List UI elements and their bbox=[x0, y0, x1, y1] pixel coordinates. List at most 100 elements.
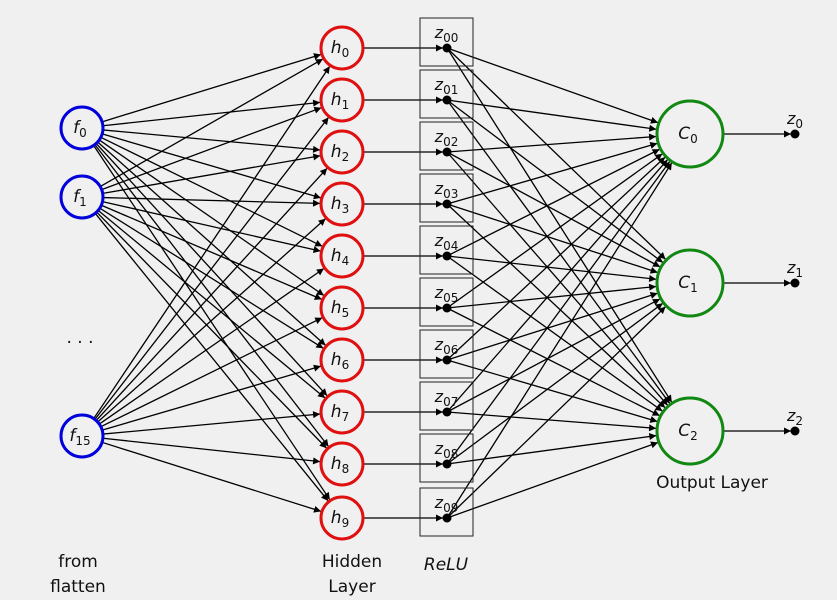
edge-f2-h8 bbox=[102, 437, 321, 465]
edge-z7-c2 bbox=[446, 411, 657, 432]
output-node-label: C0 bbox=[678, 124, 698, 146]
hidden-node-label: h3 bbox=[331, 194, 349, 216]
relu-box bbox=[419, 225, 474, 275]
edge-f1-h9 bbox=[94, 212, 329, 502]
relu-output-dot bbox=[442, 43, 452, 53]
hidden-node bbox=[319, 129, 365, 175]
hidden-node bbox=[319, 441, 365, 487]
edge-f1-h5 bbox=[101, 204, 323, 300]
edge-z0-c2 bbox=[446, 47, 673, 403]
relu-output-dot bbox=[442, 199, 452, 209]
hidden-caption-line2: Layer bbox=[328, 577, 375, 597]
hidden-node-label: h7 bbox=[331, 402, 349, 424]
edge-z8-c0 bbox=[446, 160, 671, 465]
relu-box bbox=[419, 173, 474, 223]
edge-f1-h7 bbox=[97, 209, 326, 399]
edge-z6-c0 bbox=[446, 156, 666, 361]
relu-box bbox=[419, 277, 474, 327]
edge-z4-c2 bbox=[446, 255, 663, 412]
relu-box-label: z05 bbox=[434, 283, 459, 305]
edge-z3-c0 bbox=[446, 141, 658, 205]
input-node-label: f1 bbox=[73, 187, 87, 209]
edge-z6-c2 bbox=[446, 359, 658, 423]
edge-f2-h5 bbox=[100, 317, 323, 428]
relu-box-label: z06 bbox=[434, 335, 459, 357]
hidden-node-label: h6 bbox=[331, 350, 349, 372]
edge-f0-h3 bbox=[101, 133, 322, 200]
relu-box-label: z08 bbox=[434, 439, 459, 461]
edge-f0-h7 bbox=[95, 143, 328, 397]
hidden-node-label: h9 bbox=[331, 508, 349, 530]
input-node bbox=[59, 105, 105, 151]
output-dot bbox=[790, 278, 800, 288]
output-value-label: z2 bbox=[786, 406, 803, 428]
hidden-node-label: h8 bbox=[331, 454, 349, 476]
edge-f0-h8 bbox=[94, 144, 330, 447]
edge-z0-c1 bbox=[446, 47, 667, 260]
relu-box-label: z04 bbox=[434, 231, 459, 253]
edge-f0-h2 bbox=[102, 129, 321, 153]
relu-box-label: z09 bbox=[434, 493, 459, 515]
relu-box-label: z00 bbox=[434, 23, 459, 45]
relu-box bbox=[419, 69, 474, 119]
relu-box bbox=[419, 17, 474, 67]
edge-z2-c2 bbox=[446, 151, 669, 406]
edge-f2-h9 bbox=[101, 441, 322, 513]
relu-output-dot bbox=[442, 459, 452, 469]
connections bbox=[93, 44, 791, 522]
edge-f1-h4 bbox=[102, 201, 321, 253]
relu-caption: ReLU bbox=[424, 555, 469, 575]
edge-f1-h8 bbox=[96, 211, 328, 449]
relu-output-dot bbox=[442, 355, 452, 365]
input-caption-line2: flatten bbox=[50, 577, 106, 597]
edge-f2-h4 bbox=[98, 267, 325, 425]
edge-f1-h2 bbox=[102, 153, 321, 195]
edge-z9-c2 bbox=[446, 441, 659, 519]
edge-z2-c0 bbox=[446, 133, 657, 153]
edge-f0-h1 bbox=[102, 99, 321, 127]
input-node-label: f0 bbox=[73, 118, 87, 140]
edge-f2-h3 bbox=[97, 218, 327, 423]
hidden-node bbox=[319, 337, 365, 383]
edge-z4-c0 bbox=[446, 148, 660, 257]
hidden-node bbox=[319, 285, 365, 331]
relu-box-label: z01 bbox=[434, 75, 459, 97]
output-value-label: z0 bbox=[786, 109, 803, 131]
hidden-node-label: h5 bbox=[331, 298, 349, 320]
relu-output-dot bbox=[442, 251, 452, 261]
relu-box bbox=[419, 433, 474, 483]
hidden-caption-line1: Hidden bbox=[322, 552, 382, 572]
edge-z6-c1 bbox=[446, 292, 658, 361]
relu-output-dot bbox=[442, 407, 452, 417]
edge-z7-c1 bbox=[446, 298, 661, 413]
input-caption-line1: from bbox=[58, 552, 98, 572]
relu-box-label: z03 bbox=[434, 179, 459, 201]
relu-output-dot bbox=[442, 303, 452, 313]
hidden-node bbox=[319, 233, 365, 279]
output-dot bbox=[790, 426, 800, 436]
edge-z1-c2 bbox=[446, 99, 671, 404]
hidden-node bbox=[319, 77, 365, 123]
edge-z5-c0 bbox=[446, 153, 663, 309]
edge-z5-c2 bbox=[446, 307, 660, 417]
input-node-label: f15 bbox=[69, 426, 90, 448]
edge-z8-c1 bbox=[446, 302, 664, 465]
edge-z0-c0 bbox=[446, 47, 659, 124]
relu-box bbox=[419, 121, 474, 171]
edge-z1-c0 bbox=[446, 99, 657, 132]
edge-f2-h7 bbox=[102, 411, 321, 435]
output-node-label: C2 bbox=[678, 421, 698, 443]
relu-box-label: z02 bbox=[434, 127, 459, 149]
edge-f1-h0 bbox=[99, 58, 324, 188]
relu-output-dot bbox=[442, 513, 452, 523]
edge-f0-h9 bbox=[93, 145, 331, 501]
hidden-node-label: h0 bbox=[331, 38, 349, 60]
hidden-node bbox=[319, 389, 365, 435]
edge-z8-c2 bbox=[446, 433, 657, 465]
edge-f1-h6 bbox=[99, 207, 324, 349]
input-ellipsis: · · · bbox=[66, 333, 93, 353]
edge-f2-h6 bbox=[101, 364, 322, 431]
